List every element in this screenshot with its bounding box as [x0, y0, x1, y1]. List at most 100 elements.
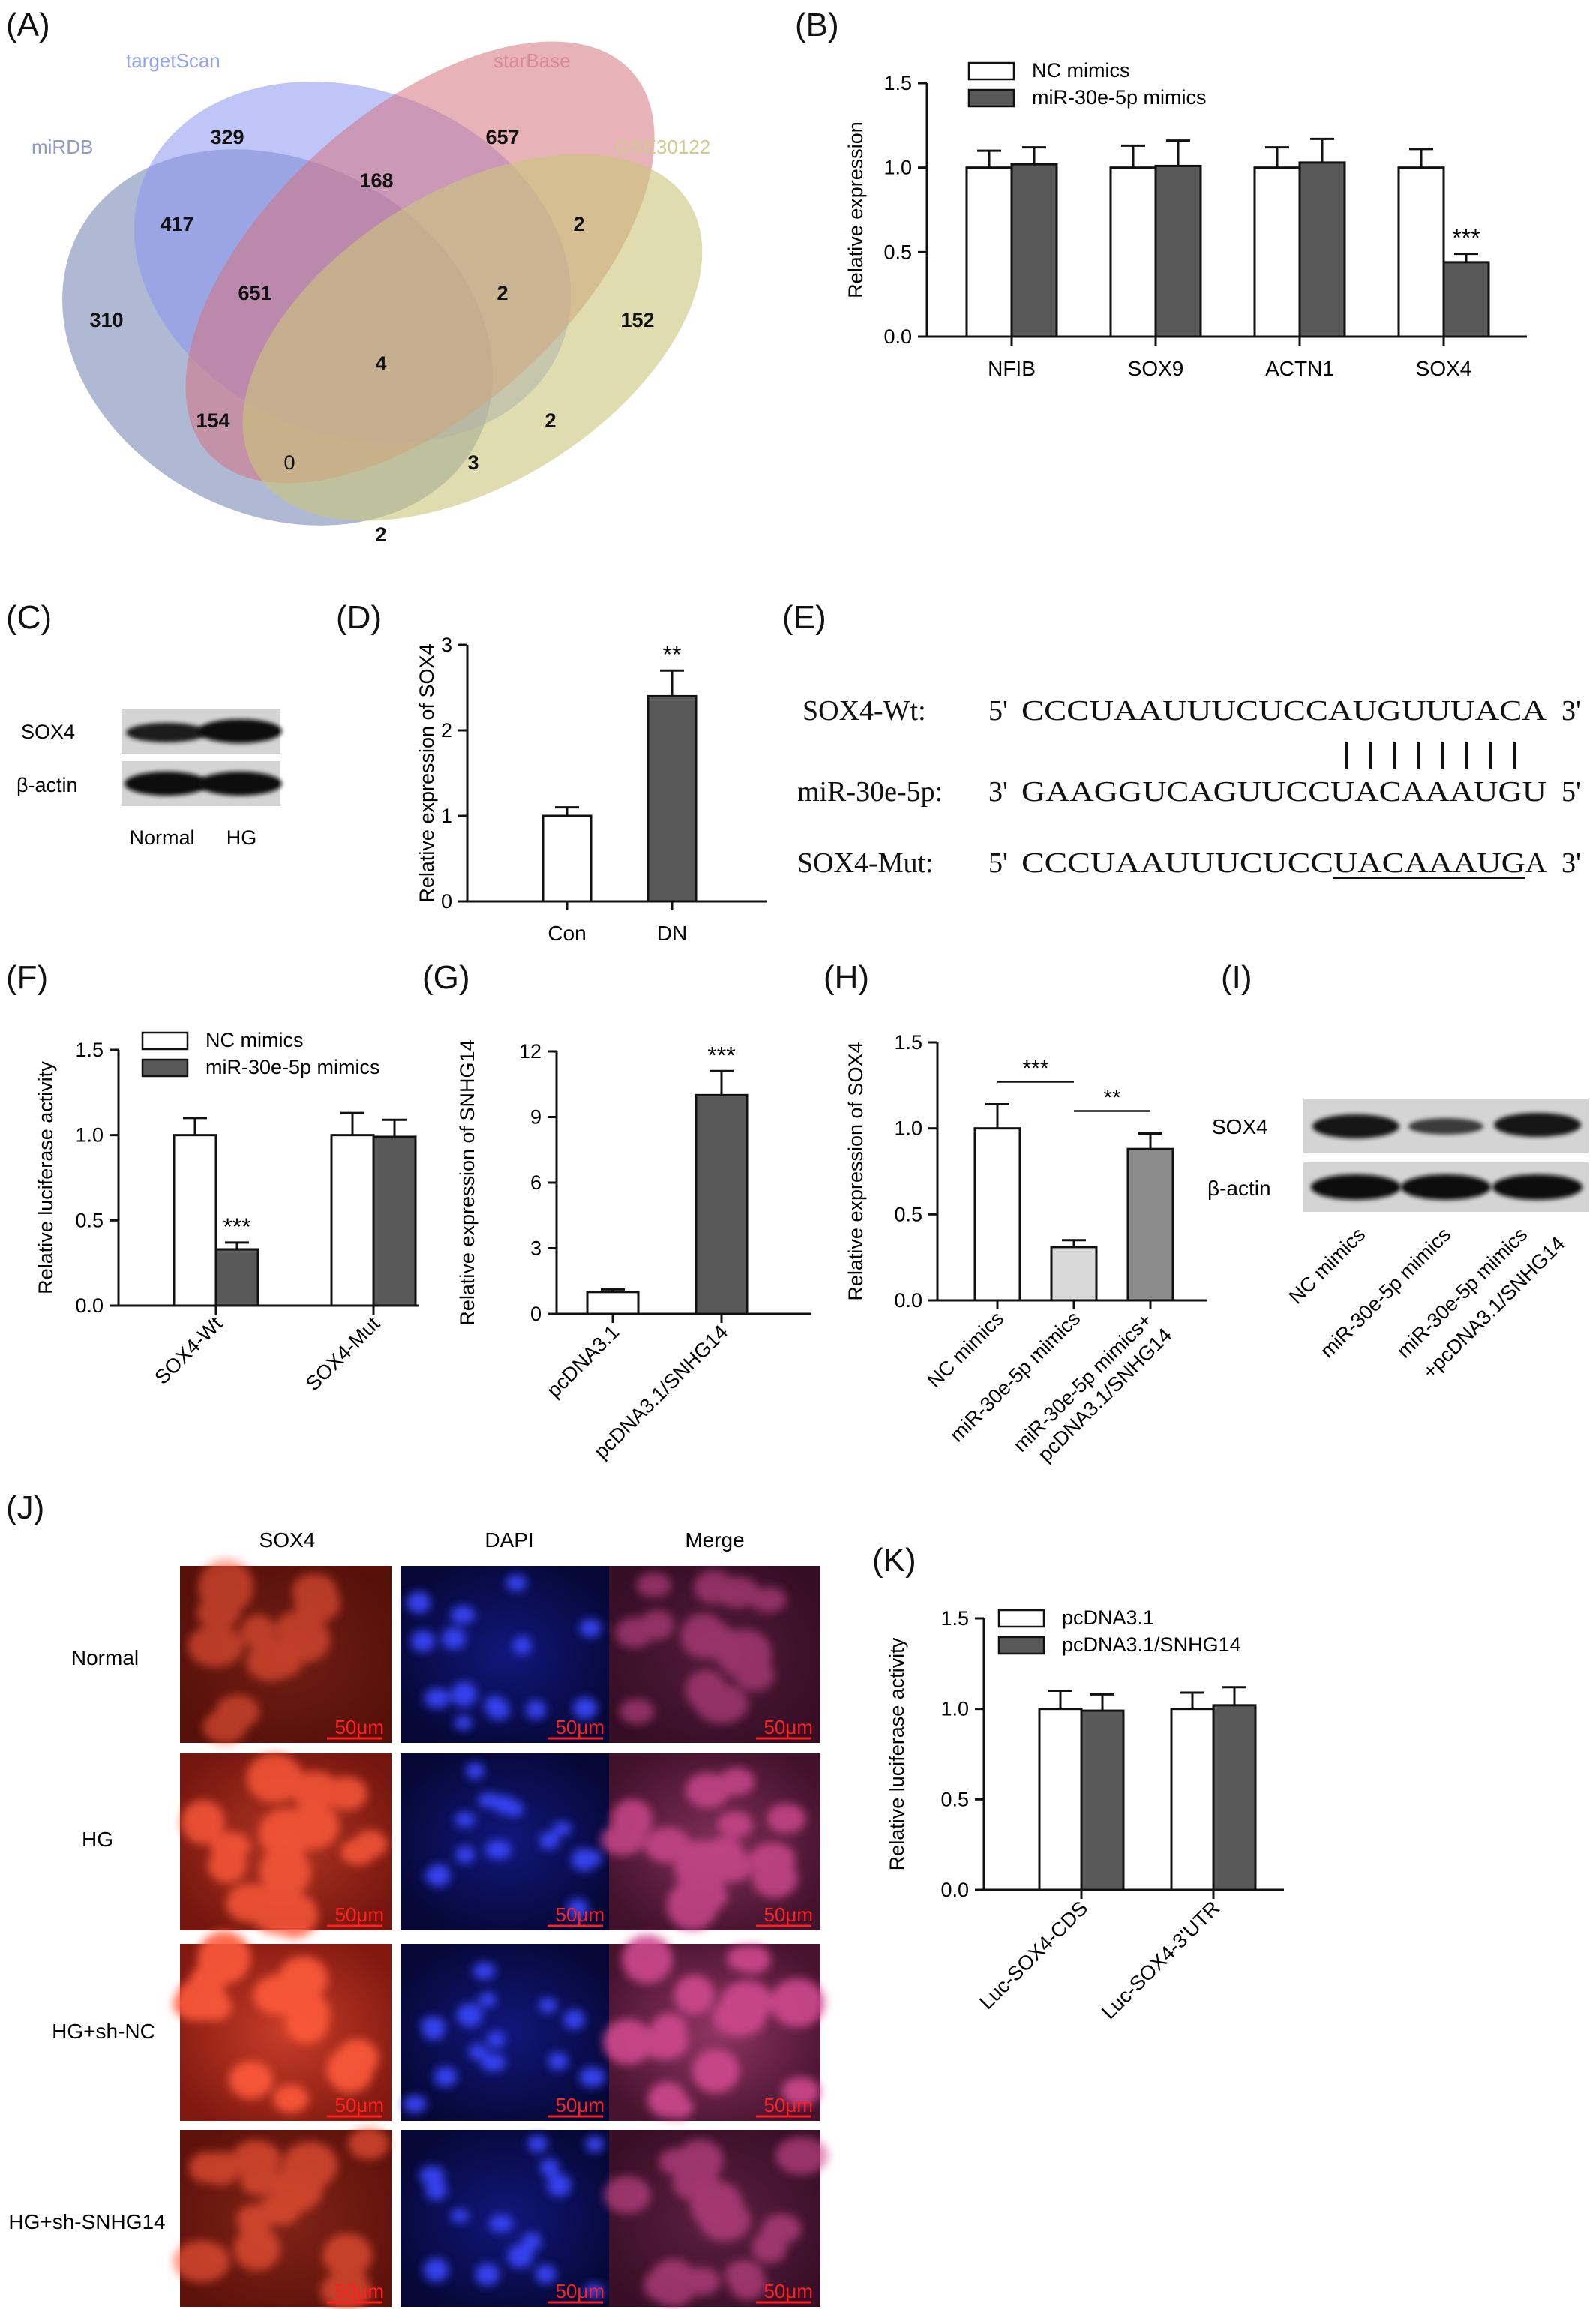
base-pair-lines — [1345, 742, 1516, 769]
legend-label: pcDNA3.1 — [1062, 1606, 1154, 1629]
legend-swatch — [968, 88, 1016, 108]
venn-count: 2 — [573, 213, 584, 235]
seq-mut-c: A — [1526, 847, 1547, 879]
x-tick-label: pcDNA3.1 — [542, 1321, 623, 1402]
panel-label-a: (A) — [6, 7, 50, 43]
blot-band — [1408, 1118, 1484, 1135]
seq-end: 5' — [1562, 776, 1581, 808]
panel-label-f: (F) — [6, 959, 48, 996]
significance-mark: *** — [707, 1042, 735, 1069]
if-row-label: HG+sh-SNHG14 — [8, 2210, 165, 2233]
svg-text:50μm: 50μm — [555, 1903, 604, 1926]
bar — [214, 1248, 260, 1307]
y-tick-label: 9 — [530, 1106, 542, 1129]
legend-swatch — [998, 1609, 1046, 1628]
bar — [172, 1134, 218, 1307]
y-tick-label: 1.5 — [940, 1607, 969, 1630]
seq-wt: CCCUAAUUUCUCCAUGUUUACA — [1022, 695, 1547, 727]
x-tick-label: DN — [657, 922, 687, 945]
seq-end: 3' — [1562, 695, 1581, 727]
x-tick-label: SOX4-Mut — [302, 1312, 385, 1396]
scale-bar: 50μm — [548, 1903, 604, 1927]
y-tick-label: 0.0 — [75, 1294, 104, 1317]
significance-mark: *** — [1022, 1057, 1048, 1081]
if-image-tile: 50μm — [400, 1753, 612, 1930]
bar — [1212, 1704, 1257, 1891]
y-tick-label: 1.0 — [894, 1117, 922, 1140]
bar — [1126, 1147, 1174, 1302]
svg-text:50μm: 50μm — [334, 1903, 384, 1926]
if-image-tile: 50μm — [180, 1559, 392, 1744]
x-tick-label: ACTN1 — [1265, 357, 1334, 380]
blot-band — [1311, 1174, 1401, 1200]
y-tick-label: 0 — [441, 890, 452, 913]
panel-label-h: (H) — [824, 959, 869, 996]
venn-count: 152 — [620, 309, 654, 331]
bar — [1298, 161, 1346, 338]
legend-swatch — [998, 1636, 1046, 1655]
scale-bar: 50μm — [327, 2280, 384, 2304]
panel-label-e: (E) — [782, 599, 826, 636]
venn-diagram: miRDB targetScan starBase GSE30122 329 6… — [32, 41, 710, 546]
y-tick-label: 0.5 — [894, 1203, 922, 1225]
y-tick-label: 1.5 — [884, 72, 912, 94]
y-tick-label: 1.5 — [75, 1039, 104, 1061]
western-blot-i: SOX4 β-actin NC mimics miR-30e-5p mimics… — [1208, 1099, 1588, 1383]
svg-text:50μm: 50μm — [764, 1903, 813, 1926]
bar — [646, 694, 698, 903]
y-tick-label: 0.5 — [75, 1209, 104, 1231]
y-tick-label: 1.0 — [75, 1124, 104, 1147]
if-image-tile: 50μm — [400, 1566, 612, 1743]
x-tick-label: NFIB — [988, 357, 1036, 380]
x-tick-label: SOX4-Wt — [150, 1312, 226, 1389]
svg-text:50μm: 50μm — [764, 2280, 813, 2302]
bar — [1038, 1708, 1083, 1891]
significance-mark: ** — [1103, 1086, 1121, 1111]
scale-bar: 50μm — [548, 1716, 604, 1740]
panel-label-k: (K) — [872, 1542, 916, 1579]
legend-label: NC mimics — [206, 1029, 303, 1051]
bar — [694, 1093, 748, 1315]
y-tick-label: 0.5 — [940, 1788, 969, 1810]
scale-bar: 50μm — [756, 2280, 813, 2304]
bar — [1154, 164, 1202, 338]
y-tick-label: 0.5 — [884, 241, 912, 263]
if-image-tile: 50μm — [180, 1753, 392, 1939]
legend-label: miR-30e-5p mimics — [206, 1056, 380, 1078]
blot-lane-label: HG — [226, 826, 257, 849]
blot-row-label: SOX4 — [21, 721, 75, 743]
blot-row-label: SOX4 — [1212, 1115, 1268, 1138]
panel-labels: (A) (B) (C) (D) (E) (F) (G) (H) (I) (J) … — [6, 7, 1252, 1579]
bar — [542, 814, 592, 903]
y-tick-label: 0.0 — [894, 1289, 922, 1312]
sequence-alignment: SOX4-Wt: 5' CCCUAAUUUCUCCAUGUUUACA 3' mi… — [797, 695, 1581, 879]
legend-label: NC mimics — [1032, 59, 1130, 82]
y-tick-label: 1.0 — [884, 157, 912, 179]
y-tick-label: 3 — [530, 1237, 542, 1260]
bar — [974, 1127, 1022, 1302]
blot-lane-label: NC mimics — [1285, 1223, 1370, 1308]
seq-end: 3' — [988, 776, 1008, 808]
blot-band — [126, 723, 207, 742]
if-row-label: Normal — [71, 1646, 139, 1669]
seq-mut-b: UACAAAUG — [1334, 847, 1526, 879]
svg-text:50μm: 50μm — [555, 2094, 604, 2116]
bar — [372, 1135, 417, 1307]
bar — [1442, 261, 1490, 338]
venn-count: 0 — [284, 451, 295, 474]
if-image-tile: 50μm — [603, 2130, 829, 2307]
blot-band — [1492, 1174, 1582, 1200]
scale-bar: 50μm — [327, 2094, 384, 2118]
bar — [586, 1291, 640, 1315]
y-tick-label: 3 — [441, 634, 452, 656]
bar — [330, 1134, 375, 1307]
if-image-tile: 50μm — [609, 1566, 820, 1743]
bar — [965, 166, 1013, 338]
bar — [1050, 1246, 1098, 1302]
venn-label-starbase: starBase — [494, 49, 571, 72]
if-column-label: Merge — [685, 1528, 744, 1552]
venn-count: 168 — [359, 169, 393, 192]
y-tick-label: 1 — [441, 805, 452, 827]
